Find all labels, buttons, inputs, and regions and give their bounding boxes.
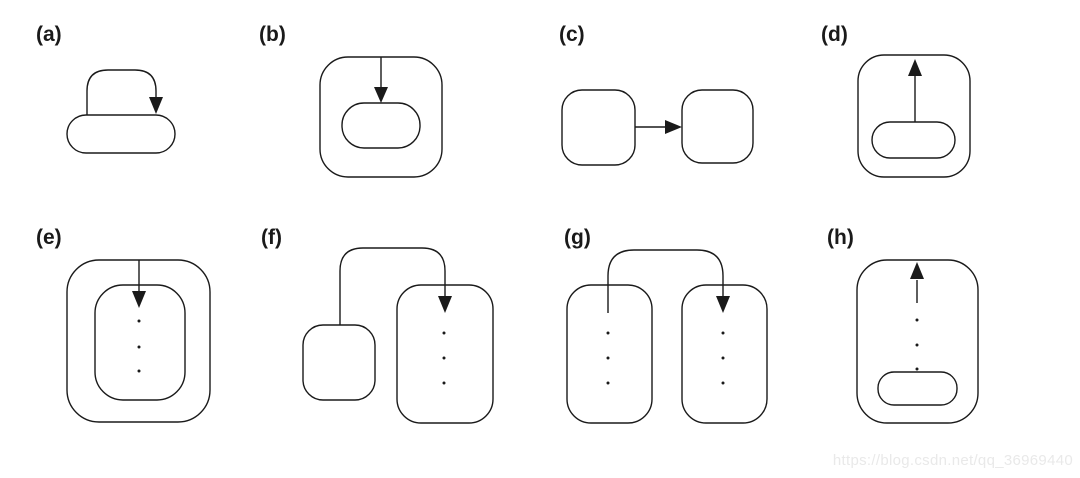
panel-f-diagram xyxy=(302,247,494,424)
node-pill xyxy=(877,371,958,406)
arrowhead-up-icon xyxy=(910,262,924,279)
arrowhead-up-icon xyxy=(908,59,922,76)
ellipsis-dot xyxy=(137,345,141,349)
elbow-arrow-line xyxy=(607,249,724,313)
right-tall-container-node xyxy=(681,284,768,424)
arrowhead-down-icon xyxy=(374,87,388,103)
ellipsis-dot xyxy=(721,331,725,335)
node-pill xyxy=(341,102,421,149)
node-pill xyxy=(871,121,956,159)
panel-label-a: (a) xyxy=(36,23,62,46)
arrowhead-down-icon xyxy=(132,291,146,308)
watermark-text: https://blog.csdn.net/qq_36969440 xyxy=(832,452,1073,469)
ellipsis-dot xyxy=(442,331,446,335)
inner-container-node xyxy=(94,284,186,401)
ellipsis-dot xyxy=(915,318,919,322)
ellipsis-dot xyxy=(721,356,725,360)
arrowhead-down-icon xyxy=(438,296,452,313)
panel-label-c: (c) xyxy=(559,23,585,46)
left-node xyxy=(561,89,636,166)
panel-c-diagram xyxy=(561,89,754,166)
panel-label-b: (b) xyxy=(259,23,286,46)
node-pill xyxy=(66,114,176,154)
panel-h-diagram xyxy=(856,259,979,424)
panel-label-d: (d) xyxy=(821,23,848,46)
panel-a-diagram xyxy=(66,69,176,154)
ellipsis-dot xyxy=(137,319,141,323)
panel-label-h: (h) xyxy=(827,226,854,249)
ellipsis-dot xyxy=(915,343,919,347)
right-node xyxy=(681,89,754,164)
panel-b-diagram xyxy=(319,56,443,178)
panel-label-e: (e) xyxy=(36,226,62,249)
ellipsis-dot xyxy=(442,381,446,385)
elbow-arrow-line xyxy=(339,247,446,325)
arrowhead-down-icon xyxy=(149,97,163,114)
panel-d-diagram xyxy=(857,54,971,178)
left-tall-container-node xyxy=(566,284,653,424)
ellipsis-dot xyxy=(442,356,446,360)
panel-g-diagram xyxy=(566,249,768,424)
panel-label-f: (f) xyxy=(261,226,282,249)
ellipsis-dot xyxy=(137,369,141,373)
ellipsis-dot xyxy=(721,381,725,385)
ellipsis-dot xyxy=(606,331,610,335)
small-node xyxy=(302,324,376,401)
self-loop-arrow-line xyxy=(86,69,157,115)
panel-label-g: (g) xyxy=(564,226,591,249)
panel-e-diagram xyxy=(66,259,211,423)
ellipsis-dot xyxy=(606,381,610,385)
arrowhead-right-icon xyxy=(665,120,682,134)
ellipsis-dot xyxy=(606,356,610,360)
ellipsis-dot xyxy=(915,367,919,371)
arrowhead-down-icon xyxy=(716,296,730,313)
